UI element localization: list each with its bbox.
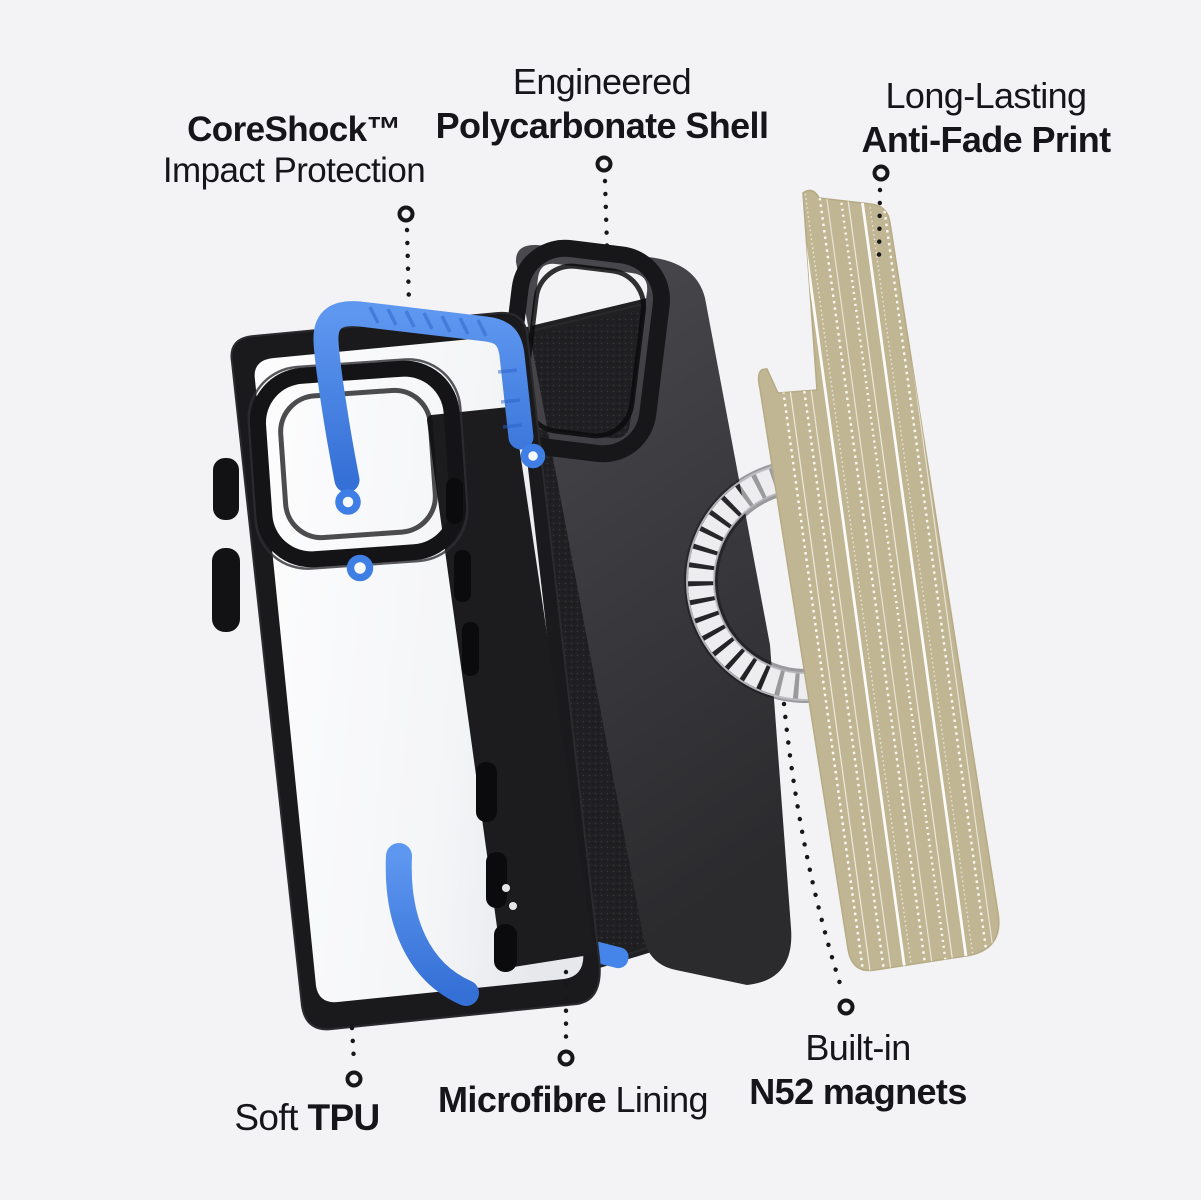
callout-polycarbonate-line2: Polycarbonate Shell bbox=[435, 105, 769, 146]
bottom-blue-tpu-strip bbox=[385, 843, 479, 1006]
leader-line-coreshock bbox=[404, 227, 412, 307]
tread-marks bbox=[368, 306, 523, 429]
callout-coreshock-subtitle: Impact Protection bbox=[162, 151, 426, 190]
callout-microfibre-bold: Microfibre bbox=[438, 1079, 607, 1120]
blue-corner-grommets bbox=[335, 443, 546, 582]
coreshock-blue-frame bbox=[313, 301, 534, 493]
leader-line-magnets bbox=[781, 701, 845, 993]
callout-coreshock: CoreShock™ Impact Protection bbox=[162, 109, 426, 191]
speaker-holes bbox=[502, 884, 517, 910]
callout-anti-fade-line1: Long-Lasting bbox=[885, 75, 1088, 116]
leader-line-anti-fade bbox=[876, 187, 883, 263]
callout-polycarbonate-line1: Engineered bbox=[512, 61, 692, 102]
case-side-buttons bbox=[212, 458, 240, 632]
callout-soft-tpu-bold: TPU bbox=[307, 1097, 380, 1138]
callout-magnets-line1: Built-in bbox=[805, 1027, 911, 1068]
callout-microfibre-normal: Lining bbox=[606, 1079, 708, 1120]
leader-line-polycarbonate bbox=[602, 178, 610, 249]
callout-n52-magnets: Built-in N52 magnets bbox=[749, 1026, 967, 1114]
anti-fade-print-plate bbox=[757, 189, 1000, 972]
leader-line-soft-tpu bbox=[349, 1025, 357, 1065]
callout-soft-tpu: Soft TPU bbox=[234, 1096, 380, 1140]
callout-coreshock-title: CoreShock™ bbox=[187, 110, 401, 149]
button-rail-details bbox=[446, 478, 517, 972]
callout-soft-tpu-normal: Soft bbox=[234, 1097, 308, 1138]
callout-anti-fade-print: Long-Lasting Anti-Fade Print bbox=[861, 74, 1112, 162]
callout-microfibre-lining: Microfibre Lining bbox=[438, 1078, 709, 1122]
leader-lines bbox=[349, 178, 883, 1065]
callout-magnets-line2: N52 magnets bbox=[749, 1071, 967, 1112]
callout-polycarbonate-shell: Engineered Polycarbonate Shell bbox=[436, 60, 769, 148]
leader-endpoints bbox=[345, 155, 890, 1088]
callout-anti-fade-line2: Anti-Fade Print bbox=[861, 119, 1112, 160]
